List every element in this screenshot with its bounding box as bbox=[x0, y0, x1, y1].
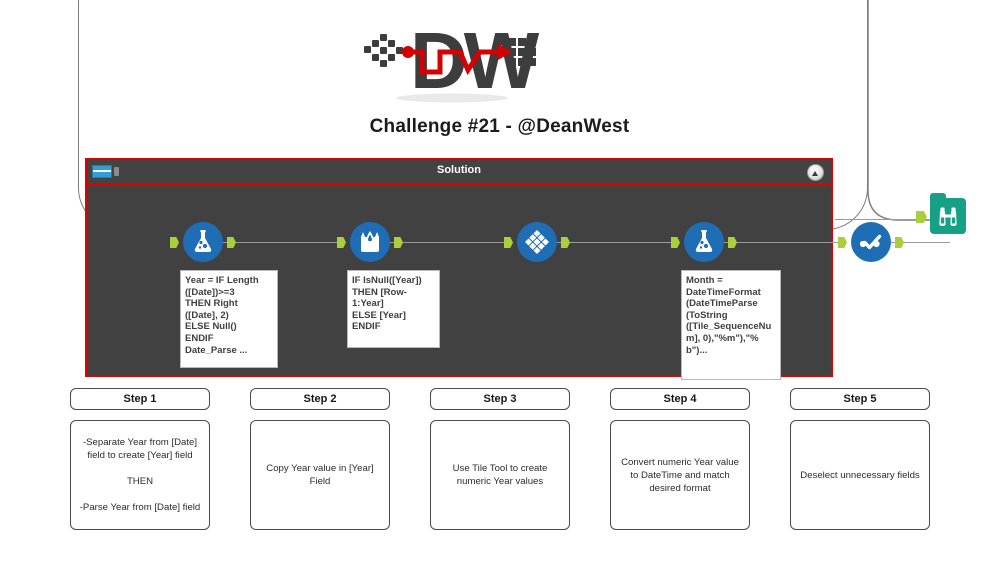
wire-4 bbox=[723, 242, 845, 243]
page-title: Challenge #21 - @DeanWest bbox=[369, 116, 630, 137]
container-title: Solution bbox=[437, 164, 481, 176]
step-column-1: Step 1 -Separate Year from [Date] field … bbox=[70, 388, 210, 548]
step-column-2: Step 2 Copy Year value in [Year] Field bbox=[250, 388, 390, 548]
flask-icon bbox=[183, 222, 223, 262]
diamond-grid-icon bbox=[517, 222, 557, 262]
tool-multi-row-formula[interactable] bbox=[337, 222, 403, 262]
step-column-5: Step 5 Deselect unnecessary fields bbox=[790, 388, 930, 548]
container-icon-nub bbox=[114, 167, 119, 176]
tool-formula-2[interactable] bbox=[671, 222, 737, 262]
dw-logo: DW bbox=[360, 14, 544, 106]
wire-to-browse bbox=[835, 219, 917, 220]
tool-select[interactable] bbox=[838, 222, 904, 262]
container-canvas: Year = IF Length ([Date])>=3 THEN Right … bbox=[87, 186, 950, 380]
wire-1 bbox=[222, 242, 344, 243]
step-4-header: Step 4 bbox=[610, 388, 750, 410]
chevron-up-icon[interactable] bbox=[807, 164, 824, 181]
output-anchor[interactable] bbox=[895, 237, 904, 248]
steps-row: Step 1 -Separate Year from [Date] field … bbox=[70, 388, 930, 548]
wire-3 bbox=[556, 242, 678, 243]
step-2-body: Copy Year value in [Year] Field bbox=[250, 420, 390, 530]
browse-input-anchor[interactable] bbox=[916, 211, 927, 223]
flask-icon bbox=[684, 222, 724, 262]
wire-5 bbox=[890, 242, 950, 243]
container-titlebar: Solution bbox=[87, 160, 831, 186]
step-column-3: Step 3 Use Tile Tool to create numeric Y… bbox=[430, 388, 570, 548]
step-3-body: Use Tile Tool to create numeric Year val… bbox=[430, 420, 570, 530]
output-anchor[interactable] bbox=[394, 237, 403, 248]
output-anchor[interactable] bbox=[227, 237, 236, 248]
input-anchor[interactable] bbox=[504, 237, 513, 248]
step-4-body: Convert numeric Year value to DateTime a… bbox=[610, 420, 750, 530]
check-dots-icon bbox=[851, 222, 891, 262]
input-anchor[interactable] bbox=[671, 237, 680, 248]
step-1-header: Step 1 bbox=[70, 388, 210, 410]
wire-2 bbox=[389, 242, 511, 243]
annotation-formula-1: Year = IF Length ([Date])>=3 THEN Right … bbox=[180, 270, 278, 368]
tool-formula-1[interactable] bbox=[170, 222, 236, 262]
tool-browse[interactable] bbox=[930, 193, 966, 234]
output-anchor[interactable] bbox=[728, 237, 737, 248]
beaker-droplet-icon bbox=[350, 222, 390, 262]
input-anchor[interactable] bbox=[337, 237, 346, 248]
tool-container-solution[interactable]: Solution bbox=[85, 158, 950, 380]
step-1-body: -Separate Year from [Date] field to crea… bbox=[70, 420, 210, 530]
container-icon bbox=[92, 165, 112, 178]
tool-tile[interactable] bbox=[504, 222, 570, 262]
output-anchor[interactable] bbox=[561, 237, 570, 248]
annotation-multi-row-formula: IF IsNull([Year]) THEN [Row- 1:Year] ELS… bbox=[347, 270, 440, 348]
binoculars-icon bbox=[939, 207, 957, 226]
step-5-body: Deselect unnecessary fields bbox=[790, 420, 930, 530]
step-3-header: Step 3 bbox=[430, 388, 570, 410]
step-5-header: Step 5 bbox=[790, 388, 930, 410]
annotation-formula-2: Month = DateTimeFormat (DateTimeParse (T… bbox=[681, 270, 781, 380]
input-anchor[interactable] bbox=[838, 237, 847, 248]
step-column-4: Step 4 Convert numeric Year value to Dat… bbox=[610, 388, 750, 548]
input-anchor[interactable] bbox=[170, 237, 179, 248]
step-2-header: Step 2 bbox=[250, 388, 390, 410]
